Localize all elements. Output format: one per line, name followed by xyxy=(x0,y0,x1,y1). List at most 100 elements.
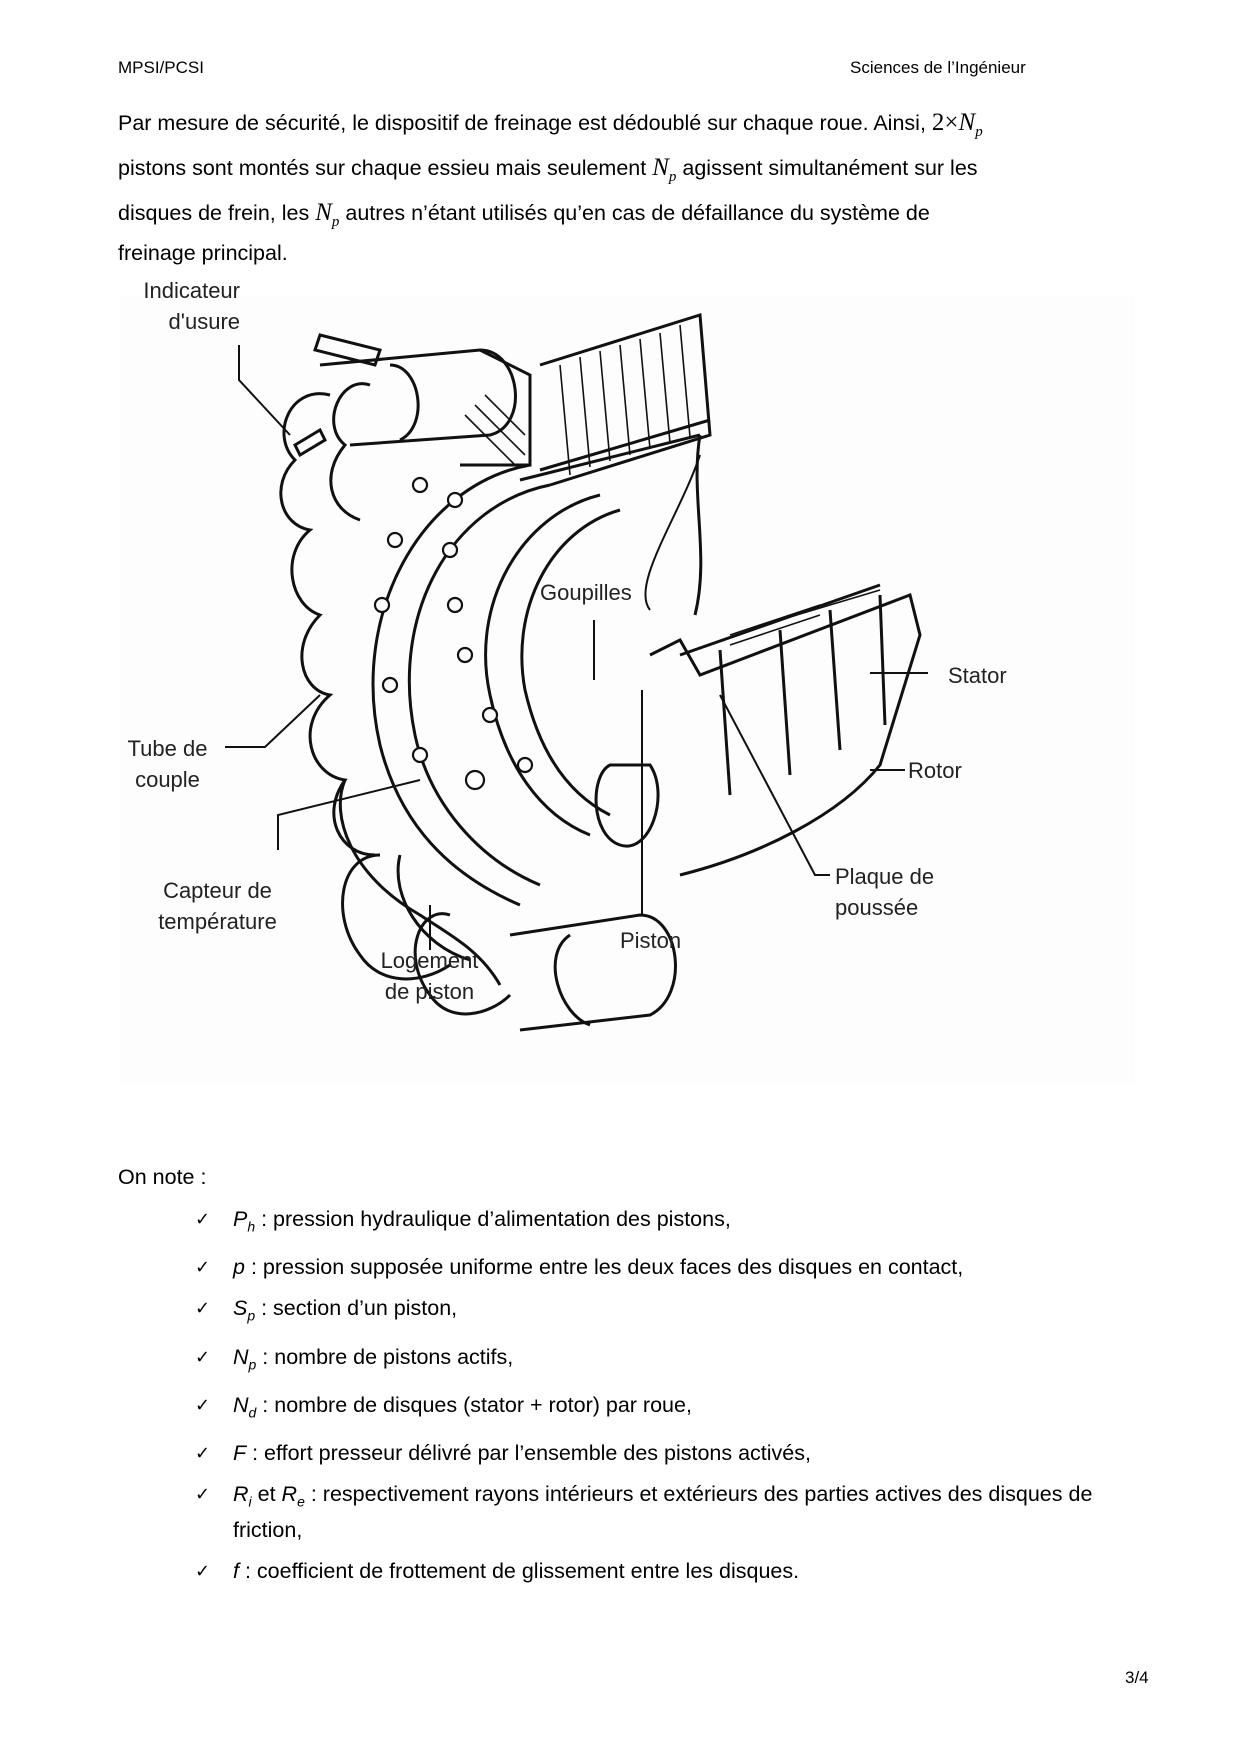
notation-symbol: Re xyxy=(281,1482,305,1510)
label-line: Capteur de xyxy=(163,878,272,903)
notation-description: : pression supposée uniforme entre les d… xyxy=(244,1255,964,1280)
label-plaque-de-poussee: Plaque de poussée xyxy=(835,861,934,923)
symbol-letter: P xyxy=(233,1207,248,1231)
intro-text: agissent simultanément sur les xyxy=(682,156,978,180)
notation-conjunction: et xyxy=(251,1482,282,1507)
label-line: température xyxy=(158,909,277,934)
math-var: N xyxy=(958,109,976,136)
intro-line-4: freinage principal. xyxy=(118,241,288,265)
checkmark-icon: ✓ xyxy=(195,1561,211,1583)
label-line: Plaque de xyxy=(835,864,935,889)
header-right: Sciences de l’Ingénieur xyxy=(850,58,1026,77)
label-goupilles: Goupilles xyxy=(540,580,632,605)
intro-text: Par mesure de sécurité, le dispositif de… xyxy=(118,111,932,135)
intro-line-1: Par mesure de sécurité, le dispositif de… xyxy=(118,100,1148,145)
notation-symbol: Sp xyxy=(233,1296,255,1323)
checkmark-icon: ✓ xyxy=(195,1394,211,1416)
notation-symbol: f xyxy=(233,1559,239,1583)
notation-item: ✓Ri et Re : respectivement rayons intéri… xyxy=(195,1480,1135,1545)
notation-description: : nombre de disques (stator + rotor) par… xyxy=(256,1392,692,1417)
checkmark-icon: ✓ xyxy=(195,1298,211,1320)
notation-description: : respectivement rayons intérieurs et ex… xyxy=(233,1482,1093,1543)
checkmark-icon: ✓ xyxy=(195,1346,211,1368)
symbol-letter: f xyxy=(233,1559,239,1584)
intro-text: pistons sont montés sur chaque essieu ma… xyxy=(118,156,653,180)
label-line: Tube de xyxy=(127,736,208,761)
label-line: poussée xyxy=(835,895,919,920)
page-number: 3/4 xyxy=(1125,1668,1149,1687)
math-sub: p xyxy=(668,169,677,185)
label-line: de piston xyxy=(384,979,475,1004)
symbol-letter: F xyxy=(233,1441,247,1466)
label-capteur-temperature: Capteur de température xyxy=(150,875,285,937)
label-line: Logement xyxy=(380,948,479,973)
notation-description: : effort presseur délivré par l’ensemble… xyxy=(246,1441,811,1466)
math-var: N xyxy=(652,154,669,181)
label-tube-de-couple: Tube de couple xyxy=(115,733,220,795)
intro-text: disques de frein, les xyxy=(118,201,316,225)
symbol-letter: R xyxy=(281,1482,298,1507)
math-2xNp: 2×Np xyxy=(931,109,983,140)
symbol-subscript: i xyxy=(248,1493,252,1510)
brake-assembly-drawing xyxy=(120,295,1135,1085)
header-left: MPSI/PCSI xyxy=(118,58,204,77)
label-logement-de-piston: Logement de piston xyxy=(372,945,487,1007)
label-piston: Piston xyxy=(620,928,682,953)
notation-item: ✓ f : coefficient de frottement de glisse… xyxy=(195,1557,1135,1586)
notation-item: ✓ p : pression supposée uniforme entre le… xyxy=(195,1253,1135,1282)
math-sub: p xyxy=(975,124,983,140)
symbol-subscript: d xyxy=(248,1404,257,1421)
symbol-letter: N xyxy=(233,1344,249,1369)
leader-capteur xyxy=(277,779,421,850)
label-rotor: Rotor xyxy=(908,758,962,783)
symbol-letter: p xyxy=(233,1255,245,1280)
symbol-letter: R xyxy=(233,1482,249,1507)
notation-item: ✓ Sp : section d’un piston, xyxy=(195,1294,1135,1330)
checkmark-icon: ✓ xyxy=(195,1209,211,1230)
math-coef: 2× xyxy=(931,109,959,136)
math-Np: Np xyxy=(315,199,339,230)
checkmark-icon: ✓ xyxy=(195,1484,211,1506)
checkmark-icon: ✓ xyxy=(195,1443,211,1465)
intro-line-2: pistons sont montés sur chaque essieu ma… xyxy=(118,145,1148,190)
math-var: N xyxy=(315,199,332,226)
notation-symbol: F xyxy=(233,1441,246,1465)
notation-description: : nombre de pistons actifs, xyxy=(256,1344,514,1369)
symbol-subscript: h xyxy=(247,1218,256,1235)
notation-item: ✓ Ph : pression hydraulique d’alimentatio… xyxy=(195,1205,1135,1241)
label-line: couple xyxy=(135,767,200,792)
notation-item: ✓ Np : nombre de pistons actifs, xyxy=(195,1343,1135,1379)
leader-lines xyxy=(225,345,928,950)
label-indicateur-usure: Indicateur d'usure xyxy=(128,275,240,337)
notation-description: : pression hydraulique d’alimentation de… xyxy=(255,1207,731,1231)
notation-intro: On note : xyxy=(118,1165,207,1189)
notation-symbol: Nd xyxy=(233,1392,257,1421)
notation-description: : section d’un piston, xyxy=(255,1296,458,1321)
math-Np: Np xyxy=(652,154,676,185)
notation-item: ✓ Nd : nombre de disques (stator + rotor)… xyxy=(195,1391,1135,1427)
notation-item: ✓ F : effort presseur délivré par l’ensem… xyxy=(195,1439,1135,1468)
leader-indicateur xyxy=(238,345,291,436)
notation-list: ✓ Ph : pression hydraulique d’alimentatio… xyxy=(195,1205,1135,1598)
brake-diagram: Indicateur d'usure Goupilles Stator Tube… xyxy=(120,278,1135,1085)
intro-line-3: disques de frein, les Np autres n’étant … xyxy=(118,190,1148,235)
checkmark-icon: ✓ xyxy=(195,1257,211,1279)
notation-symbol: Ph xyxy=(233,1207,256,1235)
label-line: d'usure xyxy=(168,309,240,334)
notation-description: : coefficient de frottement de glissemen… xyxy=(238,1559,800,1584)
label-stator: Stator xyxy=(948,663,1007,688)
intro-text: autres n’étant utilisés qu’en cas de déf… xyxy=(345,201,930,225)
symbol-letter: N xyxy=(233,1392,249,1417)
symbol-subscript: p xyxy=(247,1307,256,1324)
notation-symbol: p xyxy=(233,1255,245,1279)
bolts xyxy=(373,476,534,791)
symbol-letter: S xyxy=(233,1296,248,1321)
math-sub: p xyxy=(331,214,340,230)
notation-symbol: Ri xyxy=(233,1482,252,1510)
symbol-subscript: e xyxy=(297,1493,305,1510)
leader-plaque xyxy=(719,694,830,876)
hatching xyxy=(464,324,881,646)
leader-goupilles-curve xyxy=(644,454,701,611)
notation-symbol: Np xyxy=(233,1344,257,1372)
symbol-subscript: p xyxy=(248,1355,257,1372)
